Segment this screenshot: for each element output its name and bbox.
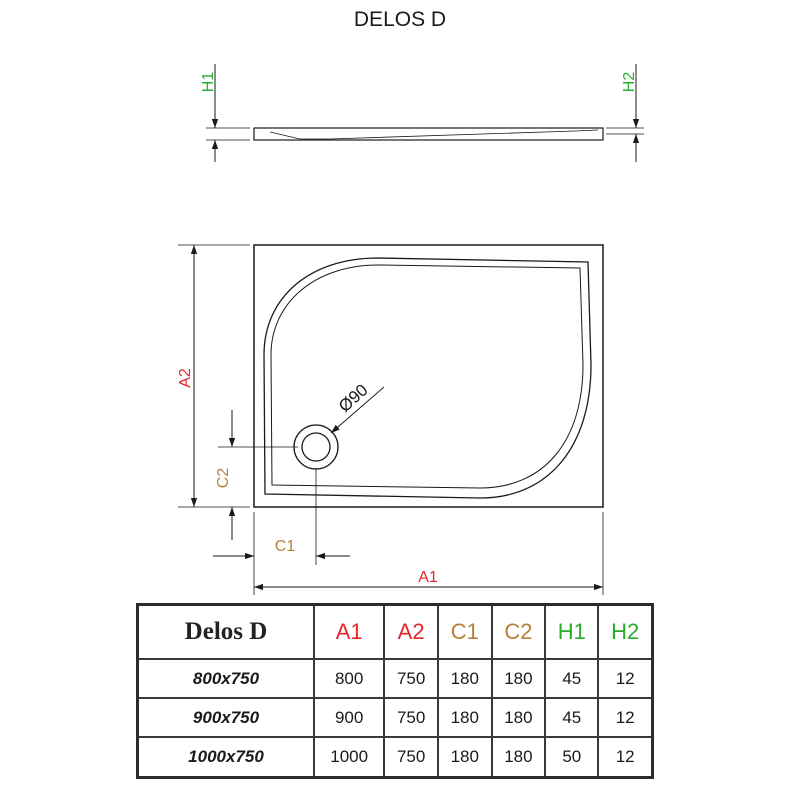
cell-a2: 750 <box>383 736 439 779</box>
drawing-title: DELOS D <box>353 8 447 31</box>
cell-c2: 180 <box>490 697 547 739</box>
cell-c1: 180 <box>436 657 493 700</box>
cell-model: 1000x750 <box>136 736 315 779</box>
header-h1: H1 <box>544 603 600 660</box>
drain-leader <box>330 386 385 434</box>
cell-h2: 12 <box>597 697 654 739</box>
h1-label: H1 <box>200 72 217 93</box>
tray-outline <box>253 244 604 508</box>
header-model: Delos D <box>136 603 315 660</box>
drain-inner <box>301 432 331 462</box>
tray-profile <box>253 127 604 141</box>
cell-c1: 180 <box>436 736 493 779</box>
cell-c1: 180 <box>436 697 493 739</box>
drain-label: Ø90 <box>335 380 372 416</box>
basin-outer <box>263 257 592 499</box>
side-view <box>206 64 644 162</box>
a1-label: A1 <box>418 569 438 586</box>
header-h2: H2 <box>597 603 654 660</box>
table-header-row: Delos D A1 A2 C1 C2 H1 H2 <box>136 603 654 660</box>
header-c2: C2 <box>490 603 547 660</box>
header-c1: C1 <box>436 603 493 660</box>
cell-h1: 45 <box>544 657 600 700</box>
a2-label: A2 <box>177 368 194 388</box>
cell-a1: 1000 <box>312 736 386 779</box>
cell-a2: 750 <box>383 697 439 739</box>
table-row: 900x750 900 750 180 180 45 12 <box>136 697 654 739</box>
drain-outer <box>293 424 339 470</box>
h2-label: H2 <box>621 72 638 93</box>
cell-a2: 750 <box>383 657 439 700</box>
cell-h1: 50 <box>544 736 600 779</box>
technical-drawing: H1 H2 Ø90 A2 C2 C1 A1 <box>177 64 644 595</box>
cell-c2: 180 <box>490 657 547 700</box>
c2-label: C2 <box>215 468 232 489</box>
c1-label: C1 <box>275 538 296 555</box>
cell-c2: 180 <box>490 736 547 779</box>
cell-h1: 45 <box>544 697 600 739</box>
cell-a1: 900 <box>312 697 386 739</box>
table-row: 1000x750 1000 750 180 180 50 12 <box>136 736 654 779</box>
cell-model: 900x750 <box>136 697 315 739</box>
tray-profile-slope <box>269 129 599 140</box>
cell-h2: 12 <box>597 657 654 700</box>
cell-a1: 800 <box>312 657 386 700</box>
header-a2: A2 <box>383 603 439 660</box>
basin-inner <box>270 264 584 489</box>
table-row: 800x750 800 750 180 180 45 12 <box>136 657 654 700</box>
plan-view <box>178 244 604 595</box>
cell-h2: 12 <box>597 736 654 779</box>
dimensions-table: Delos D A1 A2 C1 C2 H1 H2 800x750 800 75… <box>136 603 654 779</box>
header-a1: A1 <box>312 603 386 660</box>
cell-model: 800x750 <box>136 657 315 700</box>
